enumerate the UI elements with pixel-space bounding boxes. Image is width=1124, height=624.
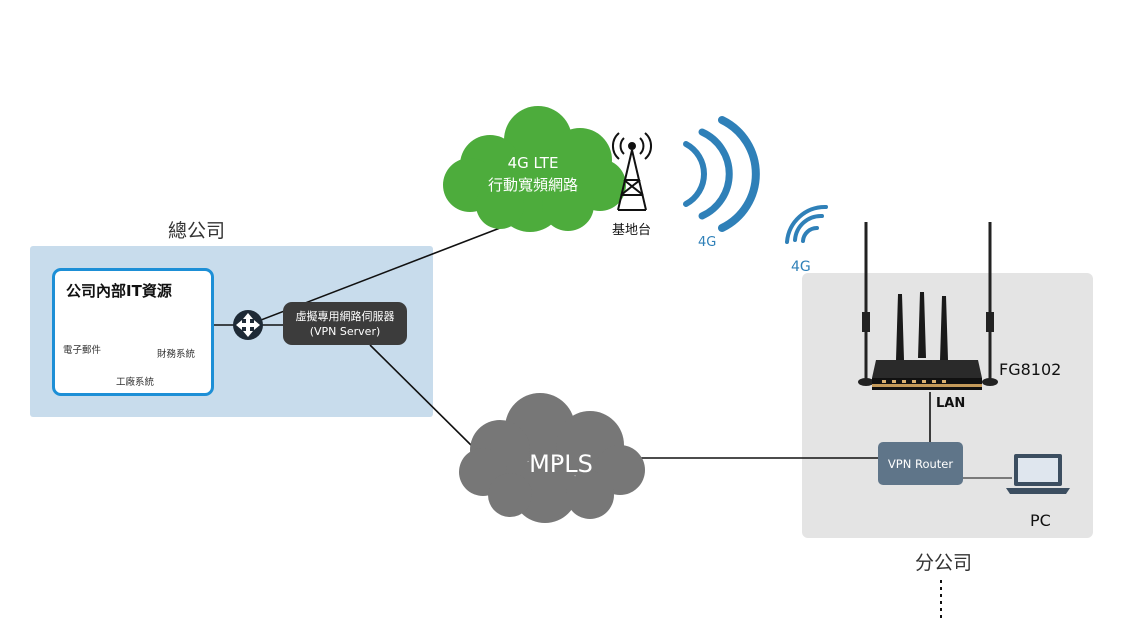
lte-cloud-label: 4G LTE 行動寬頻網路: [470, 152, 596, 196]
device-label: FG8102: [999, 360, 1062, 379]
vpn-router-node: VPN Router: [878, 442, 963, 485]
lte-cloud: [443, 106, 626, 232]
hub-arrows-icon: [233, 310, 263, 340]
vpn-router-label: VPN Router: [887, 456, 954, 471]
it-resources-box: [52, 268, 214, 396]
cell-tower-icon: [612, 132, 652, 211]
lte-line1: 4G LTE: [507, 154, 559, 172]
router-signal-icon: [785, 204, 828, 244]
mpls-cloud-label: MPLS: [529, 450, 593, 478]
lan-label: LAN: [936, 396, 966, 411]
link-vpnserver-to-mpls: [369, 344, 479, 453]
email-label: 電子郵件: [63, 345, 102, 356]
laptop-icon: [1006, 454, 1070, 494]
tower-signal-icon: [683, 116, 760, 232]
pc-label: PC: [1030, 511, 1051, 530]
tower-label: 基地台: [612, 223, 652, 238]
vpn-server-sublabel: (VPN Server): [309, 324, 381, 338]
tower-4g-label: 4G: [698, 235, 717, 250]
branch-title: 分公司: [915, 552, 973, 574]
router-device-icon: [858, 222, 998, 390]
headquarters-title: 總公司: [168, 220, 226, 242]
vpn-server-node: 虛擬專用網路伺服器 (VPN Server): [283, 302, 407, 345]
vpn-server-label: 虛擬專用網路伺服器: [295, 309, 395, 323]
router-4g-label: 4G: [791, 259, 811, 275]
lte-line2: 行動寬頻網路: [487, 176, 578, 194]
mpls-cloud: [459, 393, 645, 523]
factory-system-label: 工廠系統: [116, 377, 155, 388]
finance-system-label: 財務系統: [157, 349, 196, 360]
it-resources-title: 公司內部IT資源: [66, 282, 172, 300]
